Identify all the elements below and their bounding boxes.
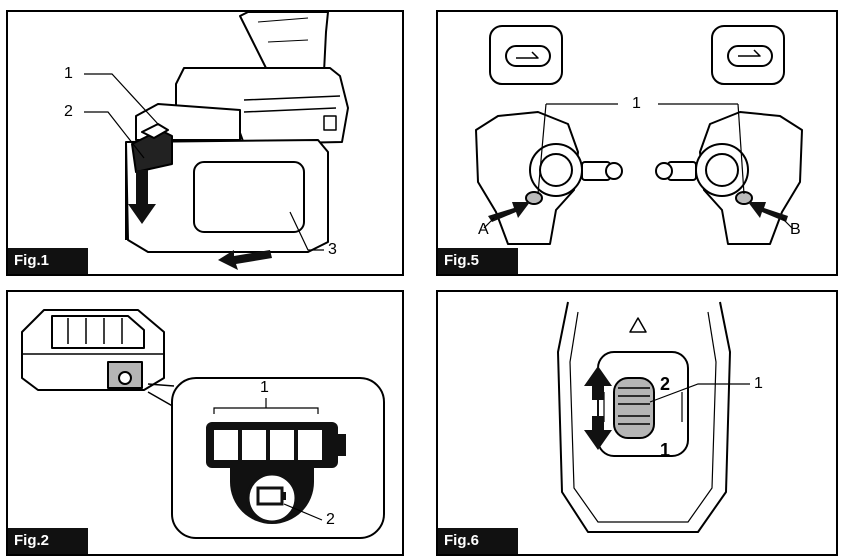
speed-switch bbox=[613, 377, 655, 439]
battery-indicator-illustration bbox=[21, 309, 385, 539]
callout-1: 1 bbox=[754, 375, 763, 392]
arrow-down-icon bbox=[128, 170, 156, 224]
figure-label: Fig.2 bbox=[8, 528, 88, 554]
figure-panel-6: 2 1 1 Fig.6 bbox=[436, 290, 838, 556]
figure-panel-1: 1 2 3 Fig.1 bbox=[6, 10, 404, 276]
callout-2: 2 bbox=[326, 511, 335, 528]
figure-label: Fig.5 bbox=[438, 248, 518, 274]
figure-panel-5: 1 A B Fig.5 bbox=[436, 10, 838, 276]
reversing-switch-illustration bbox=[475, 25, 803, 245]
callout-2: 2 bbox=[64, 103, 73, 120]
figure-label: Fig.6 bbox=[438, 528, 518, 554]
arrow-left-icon bbox=[218, 250, 272, 270]
tool-battery-illustration bbox=[84, 12, 349, 270]
callout-b: B bbox=[790, 221, 801, 238]
figure-panel-2: 1 2 Fig.2 bbox=[6, 290, 404, 556]
callout-a: A bbox=[478, 221, 489, 238]
figure-label: Fig.1 bbox=[8, 248, 88, 274]
speed-switch-illustration bbox=[557, 301, 750, 533]
battery-indicator-icon bbox=[206, 422, 346, 524]
callout-speed-2: 2 bbox=[660, 374, 671, 394]
callout-1: 1 bbox=[632, 95, 641, 112]
callout-3: 3 bbox=[328, 241, 337, 258]
rotation-direction-icon bbox=[489, 25, 563, 85]
callout-1: 1 bbox=[64, 65, 73, 82]
callout-1: 1 bbox=[260, 379, 269, 396]
arrow-up-down-icon bbox=[584, 366, 612, 450]
rotation-direction-icon bbox=[711, 25, 785, 85]
callout-speed-1: 1 bbox=[660, 440, 671, 460]
